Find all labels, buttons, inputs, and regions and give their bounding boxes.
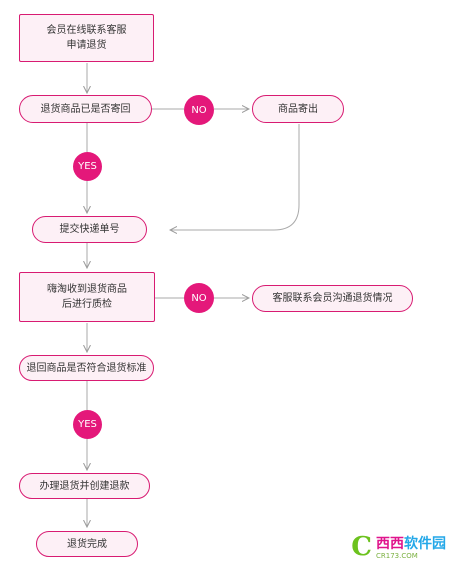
node-process-refund: 办理退货并创建退款 <box>19 473 150 499</box>
node-goods-sent-back: 退货商品已是否寄回 <box>19 95 152 123</box>
badge-no-1-label: NO <box>191 104 207 116</box>
node-apply-return: 会员在线联系客服 申请退货 <box>19 14 154 62</box>
node-receive-inspect: 嗨淘收到退货商品 后进行质检 <box>19 272 155 322</box>
node-apply-return-label: 会员在线联系客服 申请退货 <box>46 25 127 51</box>
badge-yes-1-label: YES <box>78 161 97 172</box>
node-submit-tracking: 提交快递单号 <box>32 216 147 243</box>
watermark-cn-right: 软件园 <box>404 536 446 552</box>
node-receive-inspect-label: 嗨淘收到退货商品 后进行质检 <box>47 284 127 310</box>
badge-yes-2: YES <box>73 410 102 439</box>
watermark-logo-icon: C <box>351 532 372 562</box>
node-goods-sent-back-label: 退货商品已是否寄回 <box>40 103 131 115</box>
node-contact-member: 客服联系会员沟通退货情况 <box>252 285 413 312</box>
watermark-text: 西西软件园 CR173.COM <box>376 537 446 561</box>
node-send-goods: 商品寄出 <box>252 95 344 123</box>
node-return-complete: 退货完成 <box>36 531 138 557</box>
badge-no-1: NO <box>184 95 214 125</box>
badge-yes-1: YES <box>73 152 102 181</box>
watermark-en: CR173.COM <box>376 552 418 560</box>
watermark-cn: 西西软件园 <box>376 537 446 552</box>
site-watermark: C 西西软件园 CR173.COM <box>351 534 446 560</box>
node-process-refund-label: 办理退货并创建退款 <box>39 480 130 492</box>
node-return-complete-label: 退货完成 <box>67 538 107 550</box>
node-send-goods-label: 商品寄出 <box>278 103 318 115</box>
watermark-cn-left: 西西 <box>376 536 404 552</box>
badge-no-2: NO <box>184 283 214 313</box>
badge-no-2-label: NO <box>191 292 207 304</box>
node-meets-standard-label: 退回商品是否符合退货标准 <box>26 362 147 374</box>
node-contact-member-label: 客服联系会员沟通退货情况 <box>272 293 393 304</box>
node-meets-standard: 退回商品是否符合退货标准 <box>19 355 154 381</box>
badge-yes-2-label: YES <box>78 419 97 430</box>
connector-send-to-tracking <box>170 124 300 230</box>
node-submit-tracking-label: 提交快递单号 <box>59 224 120 235</box>
